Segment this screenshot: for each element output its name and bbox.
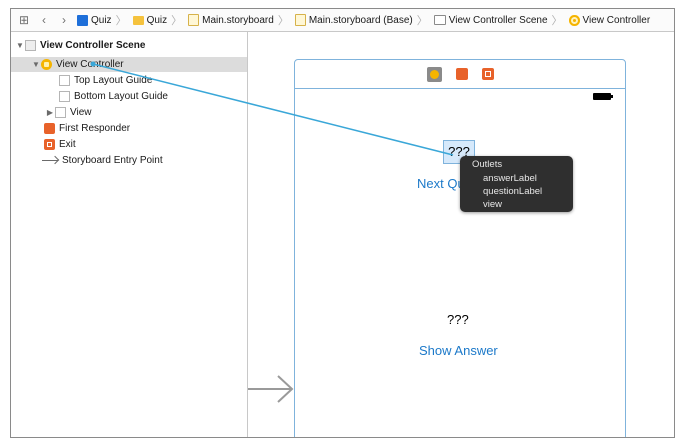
outline-view-controller-row[interactable]: ▼ View Controller: [11, 57, 247, 72]
breadcrumb-separator-icon: 〉: [277, 15, 289, 27]
disclosure-triangle-expanded-icon[interactable]: ▼: [32, 60, 40, 69]
breadcrumb-scene[interactable]: View Controller Scene 〉: [428, 9, 563, 31]
outline-item-label: Storyboard Entry Point: [62, 155, 163, 166]
disclosure-triangle-expanded-icon[interactable]: ▼: [16, 41, 24, 50]
view-controller-icon: [41, 59, 52, 70]
outline-item-label: Bottom Layout Guide: [74, 91, 168, 102]
related-items-grid-icon[interactable]: ⊞: [18, 13, 30, 27]
forward-chevron-icon[interactable]: ›: [62, 13, 66, 27]
breadcrumb-separator-icon: 〉: [171, 15, 183, 27]
popup-title: Outlets: [472, 159, 503, 170]
breadcrumb-label: View Controller Scene: [448, 14, 548, 26]
document-outline: ▼ View Controller Scene ▼ View Controlle…: [11, 32, 248, 437]
app-icon: [77, 14, 88, 26]
outlet-item-view[interactable]: view: [483, 199, 503, 210]
jump-bar: ⊞ ‹ › Quiz 〉 Quiz 〉 Main.storyboard 〉 Ma…: [11, 9, 674, 32]
breadcrumb-separator-icon: 〉: [115, 15, 127, 27]
next-question-button[interactable]: Next Question: [417, 176, 463, 191]
show-answer-button[interactable]: Show Answer: [419, 343, 498, 358]
breadcrumb-project[interactable]: Quiz 〉: [71, 9, 127, 31]
outline-item-label: First Responder: [59, 123, 131, 134]
storyboard-icon: [294, 14, 306, 26]
outline-scene-row[interactable]: ▼ View Controller Scene: [15, 38, 247, 53]
breadcrumb-storyboard[interactable]: Main.storyboard 〉: [182, 9, 289, 31]
first-responder-cube-icon: [44, 123, 55, 134]
breadcrumb-view-controller[interactable]: View Controller: [563, 9, 651, 31]
view-controller-icon[interactable]: [426, 66, 442, 82]
layout-guide-icon: [59, 91, 70, 102]
outline-item-label: Exit: [59, 139, 76, 150]
outline-first-responder-row[interactable]: First Responder: [11, 121, 247, 136]
outline-item-label: View Controller Scene: [40, 40, 146, 51]
breadcrumb-storyboard-base[interactable]: Main.storyboard (Base) 〉: [289, 9, 428, 31]
scene-icon: [25, 40, 36, 51]
outline-bottom-layout-guide-row[interactable]: Bottom Layout Guide: [11, 89, 247, 104]
breadcrumb-label: Main.storyboard (Base): [308, 14, 413, 26]
scene-dock: [295, 60, 625, 89]
view-icon: [55, 107, 66, 118]
layout-guide-icon: [59, 75, 70, 86]
outline-entry-point-row[interactable]: Storyboard Entry Point: [11, 153, 247, 168]
scene-icon: [433, 15, 446, 25]
folder-icon: [132, 15, 144, 25]
view-controller-scene[interactable]: ??? Next Question ??? Show Answer: [294, 59, 626, 437]
breadcrumb-label: Quiz: [91, 14, 112, 26]
breadcrumb-label: Quiz: [146, 14, 168, 26]
entry-point-arrow-icon: [42, 160, 58, 161]
xcode-editor-window: ⊞ ‹ › Quiz 〉 Quiz 〉 Main.storyboard 〉 Ma…: [10, 8, 675, 438]
storyboard-icon: [188, 14, 200, 26]
battery-icon: [593, 93, 613, 100]
storyboard-canvas[interactable]: ??? Next Question ??? Show Answer: [248, 32, 674, 437]
exit-icon: [44, 139, 55, 150]
outlet-item-questionlabel[interactable]: questionLabel: [483, 186, 543, 197]
outline-exit-row[interactable]: Exit: [11, 137, 247, 152]
breadcrumb-label: View Controller: [582, 14, 651, 26]
outline-top-layout-guide-row[interactable]: Top Layout Guide: [11, 73, 247, 88]
storyboard-entry-arrow-icon[interactable]: [248, 374, 294, 404]
exit-icon[interactable]: [481, 68, 494, 80]
outline-item-label: Top Layout Guide: [74, 75, 153, 86]
breadcrumb-label: Main.storyboard: [202, 14, 274, 26]
outline-item-label: View: [70, 107, 92, 118]
answer-label[interactable]: ???: [447, 312, 469, 327]
outlets-popup: Outlets answerLabel questionLabel view: [460, 156, 573, 212]
breadcrumb-folder[interactable]: Quiz 〉: [127, 9, 183, 31]
outlet-item-answerlabel[interactable]: answerLabel: [483, 173, 537, 184]
breadcrumb-separator-icon: 〉: [551, 15, 563, 27]
back-chevron-icon[interactable]: ‹: [42, 13, 46, 27]
view-controller-icon: [568, 14, 580, 26]
outline-view-row[interactable]: ▶ View: [11, 105, 247, 120]
breadcrumb-separator-icon: 〉: [416, 15, 428, 27]
outline-item-label: View Controller: [56, 59, 124, 70]
disclosure-triangle-collapsed-icon[interactable]: ▶: [46, 108, 54, 117]
first-responder-cube-icon[interactable]: [455, 68, 468, 80]
